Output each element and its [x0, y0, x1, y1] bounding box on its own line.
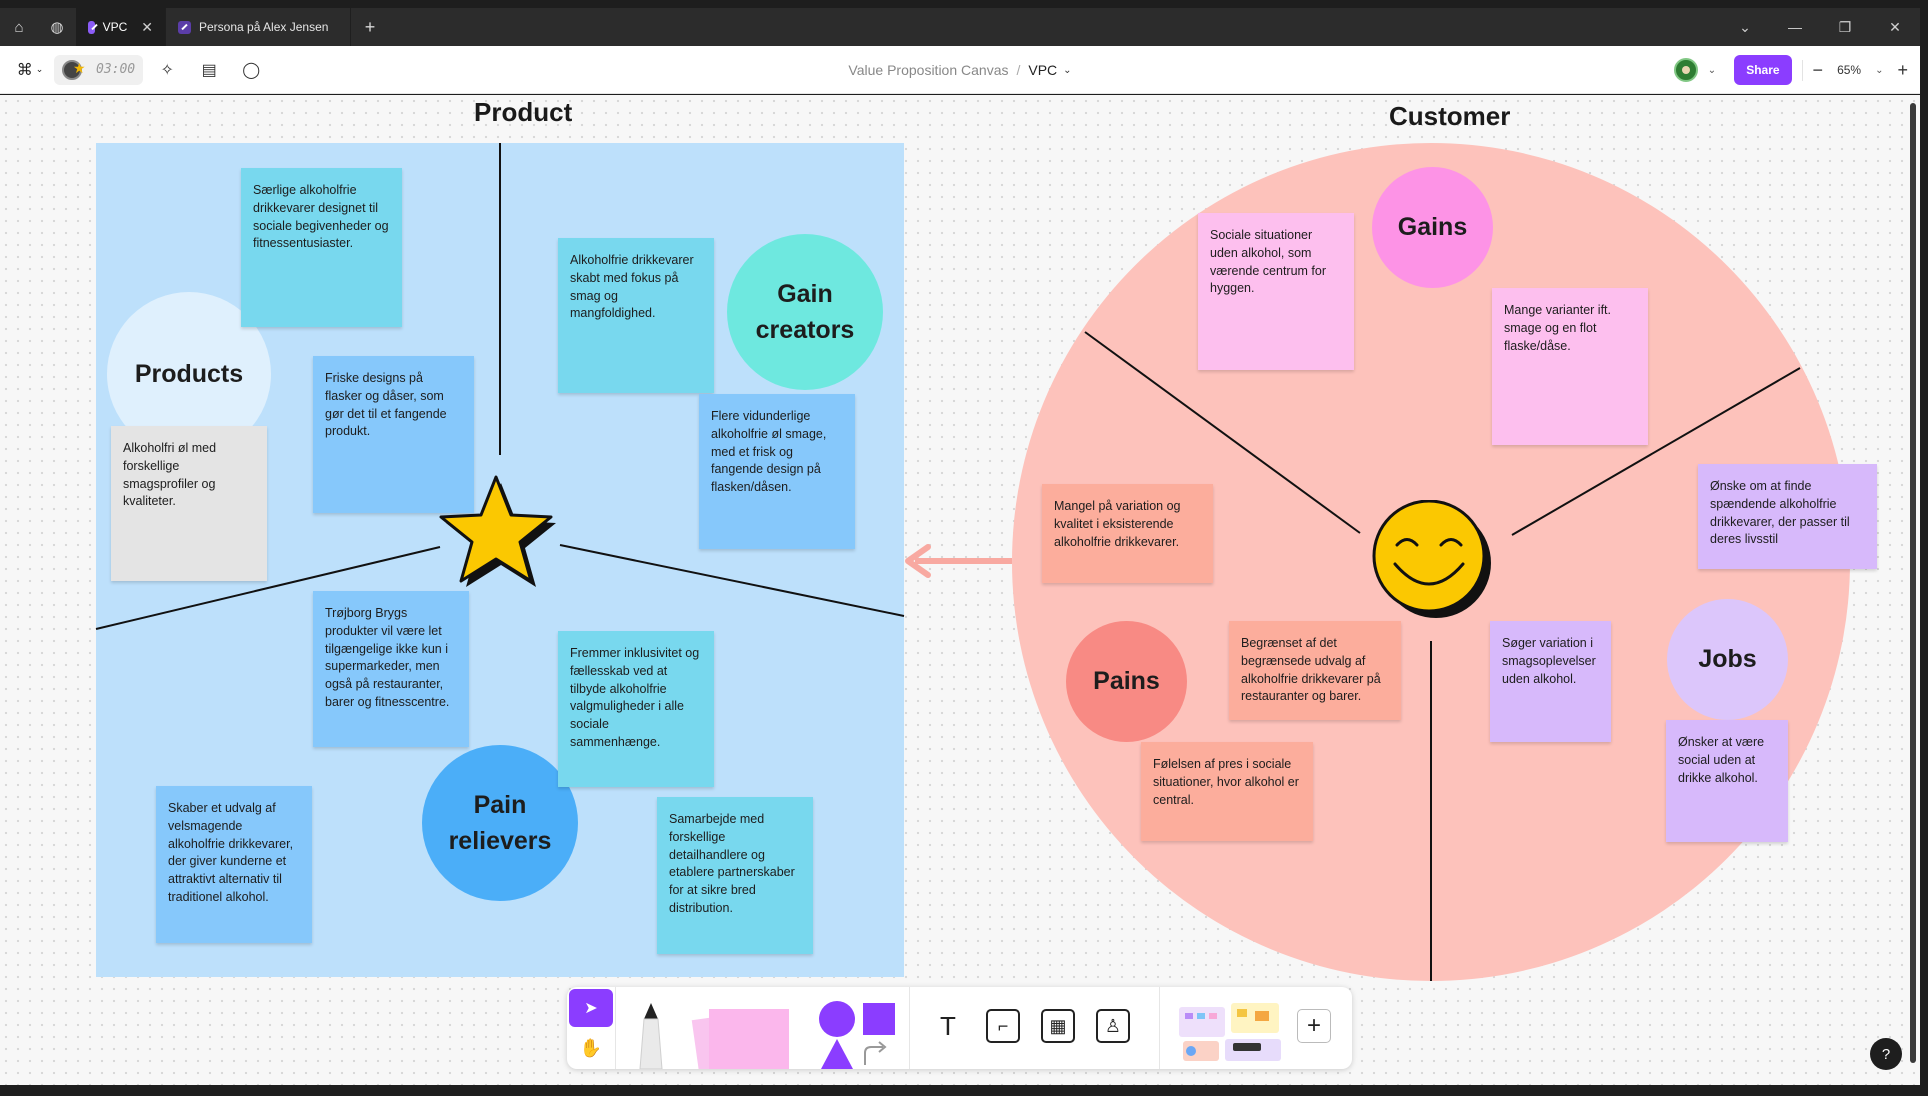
timer-avatar-icon: [62, 59, 86, 80]
figma-menu-icon[interactable]: ⌘⌄: [16, 61, 44, 79]
gain-creators-bubble[interactable]: Gain creators: [727, 234, 883, 390]
sticky-note[interactable]: Mangel på variation og kvalitet i eksist…: [1042, 484, 1213, 583]
zoom-out-icon[interactable]: −: [1812, 59, 1824, 80]
gains-bubble[interactable]: Gains: [1372, 167, 1493, 288]
pains-bubble[interactable]: Pains: [1066, 621, 1187, 742]
comment-icon[interactable]: ◯: [242, 61, 261, 79]
timer-widget[interactable]: 03:00: [54, 54, 144, 85]
sticky-note[interactable]: Friske designs på flasker og dåser, som …: [313, 356, 474, 513]
divider: [1159, 987, 1160, 1069]
products-label: Products: [134, 359, 244, 388]
sticky-note[interactable]: Skaber et udvalg af velsmagende alkoholf…: [156, 786, 312, 943]
table-tool-icon[interactable]: ▦: [1041, 1009, 1075, 1043]
close-window-icon[interactable]: ✕: [1889, 18, 1901, 35]
hand-tool-icon[interactable]: ✋: [579, 1037, 603, 1058]
sticky-note[interactable]: Alkoholfri øl med forskellige smagsprofi…: [111, 426, 267, 581]
sticky-note[interactable]: Særlige alkoholfrie drikkevarer designet…: [241, 168, 402, 327]
divider: [909, 987, 910, 1069]
jobs-bubble[interactable]: Jobs: [1667, 599, 1788, 720]
tab-label: Persona på Alex Jensen: [199, 20, 329, 34]
share-button[interactable]: Share: [1734, 55, 1792, 85]
help-button[interactable]: ?: [1870, 1038, 1902, 1070]
figjam-file-icon: [178, 20, 191, 34]
product-title[interactable]: Product: [474, 97, 573, 127]
templates-icon[interactable]: [1175, 1001, 1287, 1063]
vertical-scrollbar[interactable]: [1910, 103, 1916, 1063]
marker-tool-icon[interactable]: [631, 1003, 671, 1069]
timer-time: 03:00: [96, 62, 136, 77]
jobs-label: Jobs: [1698, 645, 1757, 674]
sticky-note[interactable]: Alkoholfrie drikkevarer skabt med fokus …: [558, 238, 714, 393]
pain-relievers-label: Pain relievers: [448, 790, 552, 855]
sticky-note[interactable]: Fremmer inklusivitet og fællesskab ved a…: [558, 631, 714, 787]
minimize-icon[interactable]: —: [1788, 19, 1802, 35]
sticky-note[interactable]: Trøjborg Brygs produkter vil være let ti…: [313, 591, 469, 747]
breadcrumb: Value Proposition Canvas / VPC ⌄: [0, 46, 1920, 94]
breadcrumb-page[interactable]: VPC: [1028, 62, 1058, 78]
creation-toolbar: ➤ ✋ T ⌐ ▦ ♙: [567, 987, 1352, 1069]
stamp-tool-icon[interactable]: ♙: [1096, 1009, 1130, 1043]
sticky-note[interactable]: Begrænset af det begrænsede udvalg af al…: [1229, 621, 1401, 720]
sticky-note[interactable]: Ønske om at finde spændende alkoholfrie …: [1698, 464, 1877, 569]
divider: [615, 987, 616, 1069]
sticky-note[interactable]: Søger variation i smagsoplevelser uden a…: [1490, 621, 1611, 742]
move-tool-icon[interactable]: ➤: [569, 989, 613, 1027]
figjam-file-icon: [88, 20, 95, 34]
divider-lines: [95, 143, 1801, 981]
sticky-note-tool-icon[interactable]: [691, 1001, 795, 1069]
sticky-note[interactable]: Flere vidunderlige alkoholfrie øl smage,…: [699, 394, 855, 549]
avatar[interactable]: [1673, 58, 1698, 82]
window-titlebar: ⌂ ◍ VPC ✕ Persona på Alex Jensen + ⌄ — ❐…: [0, 8, 1920, 46]
sparkle-icon[interactable]: ✧: [160, 61, 174, 79]
home-icon[interactable]: ⌂: [14, 18, 24, 36]
pains-label: Pains: [1093, 667, 1160, 696]
restore-icon[interactable]: ❐: [1838, 18, 1852, 35]
tab-label: VPC: [102, 20, 128, 34]
sticky-note[interactable]: Ønsker at være social uden at drikke alk…: [1666, 720, 1788, 842]
sticky-note[interactable]: Mange varianter ift. smage og en flot fl…: [1492, 288, 1648, 445]
tab-persona[interactable]: Persona på Alex Jensen: [166, 8, 351, 46]
sticky-note[interactable]: Sociale situationer uden alkohol, som væ…: [1198, 213, 1354, 370]
gain-creators-label: Gain creators: [755, 279, 855, 344]
sticky-note[interactable]: Samarbejde med forskellige detailhandler…: [657, 797, 813, 954]
star-icon[interactable]: [436, 473, 562, 591]
close-icon[interactable]: ✕: [141, 18, 153, 35]
globe-icon[interactable]: ◍: [50, 19, 64, 36]
breadcrumb-file[interactable]: Value Proposition Canvas: [848, 62, 1009, 78]
zoom-in-icon[interactable]: +: [1897, 59, 1908, 80]
pain-relievers-bubble[interactable]: Pain relievers: [422, 745, 578, 901]
shapes-tool-icon[interactable]: [817, 1001, 899, 1069]
whiteboard-canvas[interactable]: Product Customer Products Gain creators …: [0, 95, 1920, 1085]
zoom-controls: − 65% ⌄ +: [1801, 59, 1908, 81]
plus-icon[interactable]: +: [364, 16, 376, 37]
window-bottom-edge: [0, 1085, 1928, 1096]
sticky-note[interactable]: Følelsen af pres i sociale situationer, …: [1141, 742, 1313, 841]
smiley-face-icon[interactable]: [1369, 500, 1493, 622]
chevron-down-icon[interactable]: ⌄: [1063, 64, 1072, 76]
chevron-down-icon[interactable]: ⌄: [1707, 64, 1717, 76]
layout-icon[interactable]: ▤: [201, 61, 217, 79]
text-tool-icon[interactable]: T: [940, 1010, 956, 1041]
customer-title[interactable]: Customer: [1389, 101, 1511, 131]
section-tool-icon[interactable]: ⌐: [986, 1009, 1020, 1043]
editor-toolbar: Value Proposition Canvas / VPC ⌄ ⌘⌄ 03:0…: [0, 46, 1920, 94]
gains-label: Gains: [1397, 213, 1468, 242]
more-plus-icon[interactable]: +: [1297, 1009, 1331, 1043]
breadcrumb-separator: /: [1016, 62, 1021, 78]
zoom-level[interactable]: 65%: [1837, 63, 1862, 77]
tab-vpc[interactable]: VPC ✕: [76, 8, 166, 46]
chevron-down-icon[interactable]: ⌄: [1739, 18, 1751, 35]
chevron-down-icon[interactable]: ⌄: [1875, 64, 1884, 76]
